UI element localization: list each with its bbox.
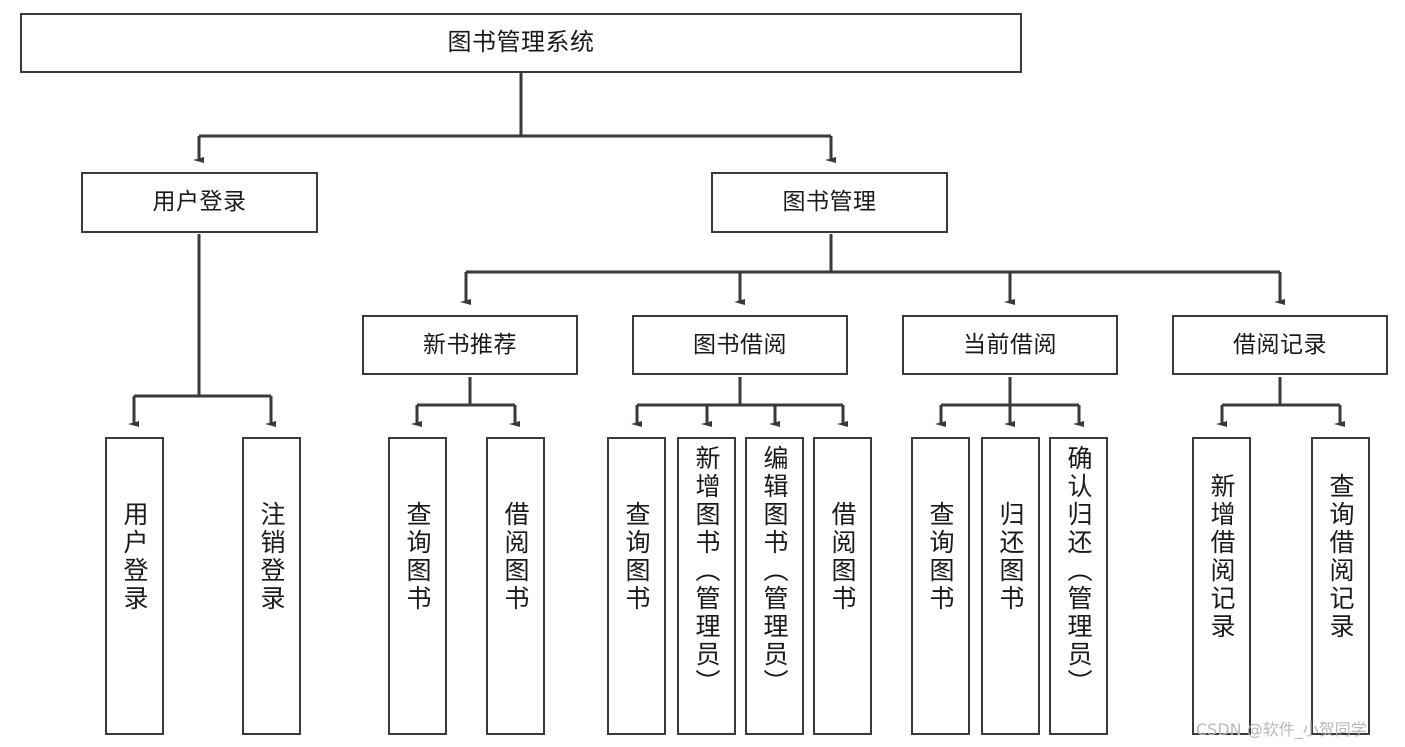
node-label: 新增借阅记录: [1207, 473, 1236, 641]
node-label: 用户登录: [120, 501, 149, 613]
node-book-borrow[interactable]: 图书借阅: [632, 315, 848, 375]
node-label: 归还图书: [996, 501, 1025, 613]
node-root-system[interactable]: 图书管理系统: [20, 13, 1022, 73]
node-new-book-recommend[interactable]: 新书推荐: [362, 315, 578, 375]
leaf-book-borrow-borrow[interactable]: 借阅图书: [813, 437, 872, 735]
leaf-current-borrow-query[interactable]: 查询图书: [911, 437, 970, 735]
leaf-current-borrow-return[interactable]: 归还图书: [981, 437, 1040, 735]
leaf-user-login-logout[interactable]: 注销登录: [242, 437, 301, 735]
leaf-user-login-login[interactable]: 用户登录: [105, 437, 164, 735]
leaf-borrow-record-query[interactable]: 查询借阅记录: [1311, 437, 1370, 735]
node-label: 借阅图书: [501, 501, 530, 613]
node-borrow-record[interactable]: 借阅记录: [1172, 315, 1388, 375]
node-book-management[interactable]: 图书管理: [711, 172, 948, 233]
node-label: 查询图书: [622, 501, 651, 613]
node-label: 图书借阅: [693, 331, 787, 358]
leaf-book-borrow-query[interactable]: 查询图书: [607, 437, 666, 735]
node-label: 借阅记录: [1233, 331, 1327, 358]
node-label: 查询图书: [926, 501, 955, 613]
leaf-book-borrow-add[interactable]: 新增图书（管理员）: [677, 437, 736, 735]
node-current-borrow[interactable]: 当前借阅: [902, 315, 1118, 375]
leaf-current-borrow-confirm-return[interactable]: 确认归还（管理员）: [1049, 437, 1108, 735]
leaf-new-book-query[interactable]: 查询图书: [388, 437, 447, 735]
node-user-login[interactable]: 用户登录: [81, 172, 318, 233]
node-label: 新增图书（管理员）: [692, 445, 721, 697]
node-label: 编辑图书（管理员）: [760, 445, 789, 697]
node-label: 查询图书: [403, 501, 432, 613]
node-label: 注销登录: [257, 501, 286, 613]
leaf-new-book-borrow[interactable]: 借阅图书: [486, 437, 545, 735]
leaf-book-borrow-edit[interactable]: 编辑图书（管理员）: [745, 437, 804, 735]
node-label: 确认归还（管理员）: [1064, 445, 1093, 697]
csdn-watermark: CSDN @软件_小贺同学: [1196, 720, 1367, 739]
node-label: 用户登录: [152, 189, 247, 216]
node-label: 当前借阅: [963, 331, 1057, 358]
node-label: 借阅图书: [828, 501, 857, 613]
node-label: 图书管理系统: [447, 28, 595, 57]
node-label: 查询借阅记录: [1326, 473, 1355, 641]
node-label: 图书管理: [782, 189, 877, 216]
leaf-borrow-record-add[interactable]: 新增借阅记录: [1192, 437, 1251, 735]
node-label: 新书推荐: [423, 331, 517, 358]
